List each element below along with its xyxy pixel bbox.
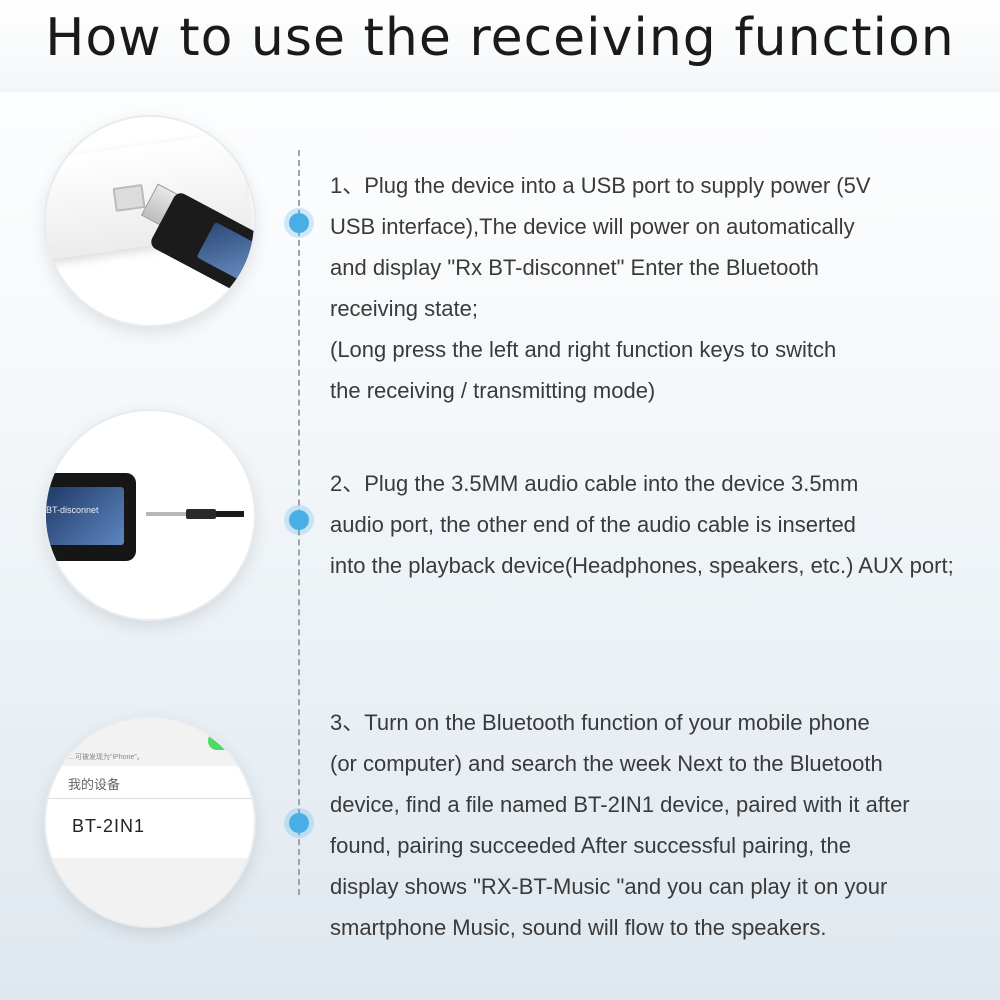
step-3-text: 3、Turn on the Bluetooth function of your… <box>330 710 910 940</box>
page-title: How to use the receiving function <box>45 8 955 68</box>
dongle-screen-label: BT-disconnet <box>46 505 99 515</box>
timeline-dot-3 <box>289 813 309 833</box>
step-2-text: 2、Plug the 3.5MM audio cable into the de… <box>330 471 954 578</box>
device-row <box>46 798 254 860</box>
timeline-dot-1 <box>289 213 309 233</box>
phone-hint-text: …可被发现为"iPhone"。 <box>68 754 144 761</box>
dongle-screen <box>196 221 254 284</box>
my-devices-label: 我的设备 <box>68 778 121 793</box>
device-name: BT-2IN1 <box>72 816 146 836</box>
bluetooth-dongle: BT-disconnet <box>46 473 136 561</box>
phone-settings-footer <box>46 858 254 926</box>
title-bar <box>0 0 1000 92</box>
dongle-screen: BT-disconnet <box>46 487 124 545</box>
timeline-dot-2 <box>289 510 309 530</box>
usb-port <box>112 184 146 212</box>
step1-image <box>46 117 254 325</box>
audio-jack-plug <box>146 509 244 519</box>
step3-image: …可被发现为"iPhone"。 我的设备 BT-2IN1 <box>46 718 254 926</box>
bluetooth-toggle <box>208 732 232 750</box>
step2-image: BT-disconnet <box>46 411 254 619</box>
step-1-text: 1、Plug the device into a USB port to sup… <box>330 173 871 403</box>
